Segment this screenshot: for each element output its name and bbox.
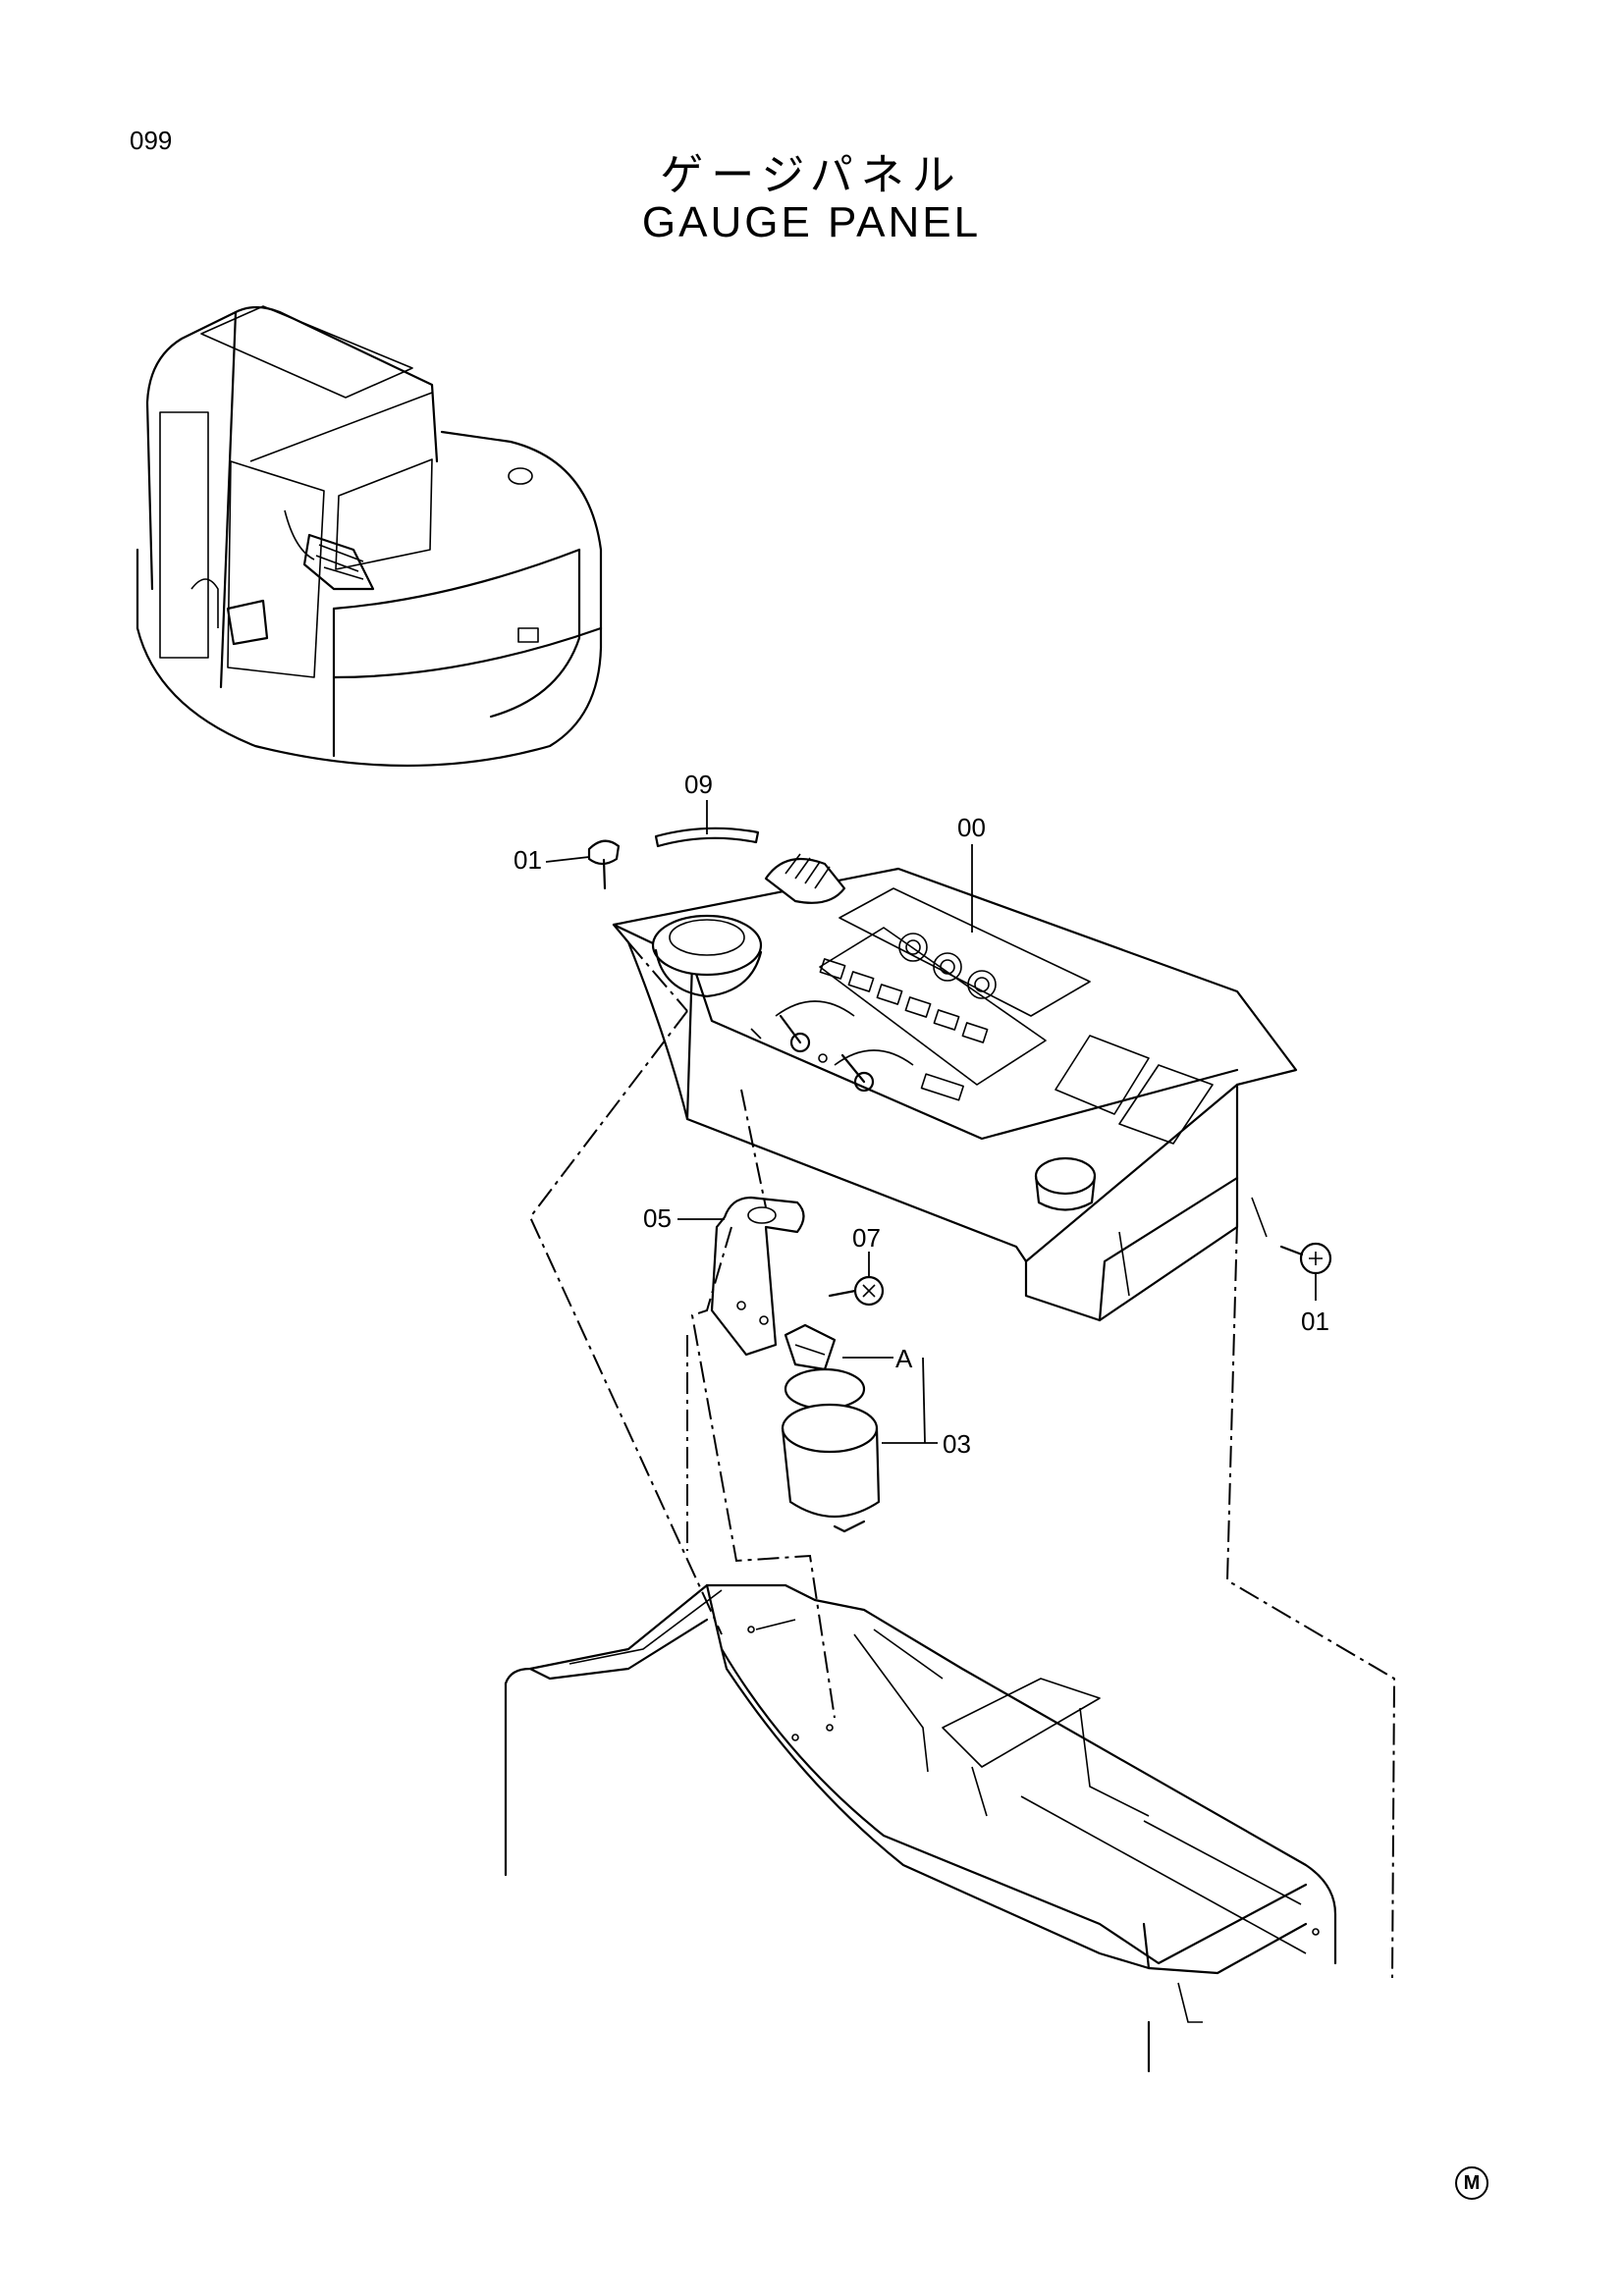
- callout-05: 05: [643, 1203, 672, 1233]
- assembly-center-lines: [528, 941, 1396, 1979]
- title-english: GAUGE PANEL: [641, 198, 982, 246]
- machine-overview-illustration: [135, 305, 603, 768]
- screw-part-07: [828, 1275, 885, 1307]
- callout-01-right: 01: [1301, 1307, 1329, 1336]
- callout-01-top: 01: [514, 845, 542, 875]
- leader-lines: [545, 800, 1317, 1444]
- key-switch-part-03: [781, 1323, 881, 1533]
- console-base: [504, 1583, 1337, 2073]
- corner-mark-circled-m: M: [1455, 2166, 1488, 2200]
- page-number: 099: [130, 126, 173, 155]
- callout-A: A: [895, 1344, 913, 1373]
- callout-03: 03: [943, 1429, 971, 1459]
- bracket-part-05: [710, 1196, 805, 1357]
- gauge-panel-part-00: [612, 827, 1298, 1322]
- title-japanese: ゲージパネル: [660, 150, 963, 200]
- callout-09: 09: [684, 770, 713, 799]
- callout-00: 00: [957, 813, 986, 842]
- callout-07: 07: [852, 1223, 881, 1253]
- screw-part-01-top: [587, 839, 621, 890]
- screw-part-01-right: [1279, 1242, 1332, 1275]
